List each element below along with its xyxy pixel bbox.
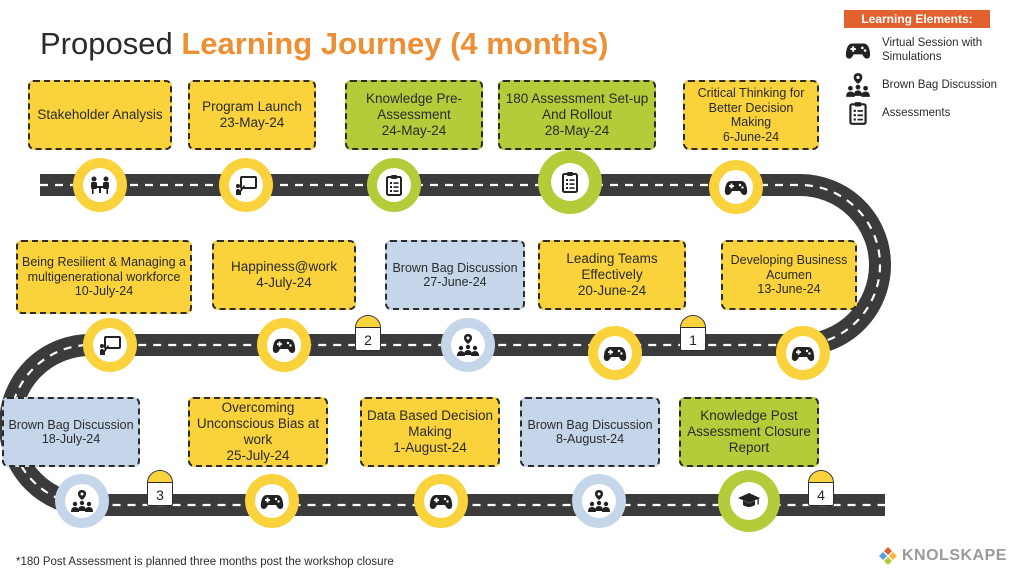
milestone-label: Brown Bag Discussion	[392, 260, 518, 275]
milestone-date: 18-July-24	[41, 432, 101, 446]
milestone-date: 28-May-24	[544, 123, 610, 138]
milestone-label: Brown Bag Discussion	[527, 417, 653, 432]
milestone-node	[572, 474, 626, 528]
legend-label: Assessments	[882, 107, 951, 119]
milestone-label: Knowledge Post Assessment Closure Report	[687, 408, 811, 455]
gamepad-icon	[429, 495, 453, 509]
milestone-date: 8-August-24	[555, 432, 625, 446]
clipboard-icon	[562, 172, 578, 193]
title-prefix: Proposed	[40, 26, 173, 61]
milestone-card-business-acumen: Developing Business Acumen 13-June-24	[721, 240, 857, 310]
title-highlight: Learning Journey (4 months)	[181, 26, 609, 61]
milestone-label: Developing Business Acumen	[730, 253, 848, 282]
presentation-icon	[236, 176, 257, 195]
gamepad-icon	[260, 495, 284, 509]
gamepad-icon	[845, 43, 871, 59]
milestone-date: 1-August-24	[393, 440, 467, 455]
legend-item-assessments: Assessments	[834, 100, 1012, 126]
milestone-card-brown-bag-27-june: Brown Bag Discussion 27-June-24	[385, 240, 525, 310]
milestone-label: Knowledge Pre-Assessment	[365, 91, 463, 122]
milestone-date: 4-July-24	[256, 275, 312, 290]
milestone-node	[709, 160, 763, 214]
legend-title: Learning Elements:	[844, 10, 990, 28]
month-marker-2: 2	[355, 315, 381, 351]
milestone-card-stakeholder-analysis: Stakeholder Analysis	[28, 80, 172, 150]
milestone-date: 10-July-24	[74, 284, 134, 299]
legend-label: Virtual Session with Simulations	[882, 37, 983, 63]
legend-label: Brown Bag Discussion	[882, 79, 998, 91]
milestone-node	[245, 474, 299, 528]
milestone-node	[776, 326, 830, 380]
milestone-date: 20-June-24	[577, 283, 647, 298]
milestone-node	[219, 158, 273, 212]
milestone-node	[55, 474, 109, 528]
milestone-label: Leading Teams Effectively	[566, 251, 658, 282]
milestone-date: 24-May-24	[381, 123, 447, 138]
milestone-card-data-based-decision: Data Based Decision Making 1-August-24	[360, 397, 500, 467]
brown-bag-icon	[457, 334, 479, 356]
milestone-label: Critical Thinking for Better Decision Ma…	[697, 86, 805, 129]
graduation-cap-icon	[738, 493, 760, 507]
brand-mark-icon	[879, 547, 897, 565]
gamepad-icon	[603, 347, 627, 361]
milestone-card-knowledge-post-assessment: Knowledge Post Assessment Closure Report	[679, 397, 819, 467]
brand-logo: KNOLSKAPE	[878, 546, 1007, 566]
milestone-node	[414, 474, 468, 528]
legend-item-virtual-session: Virtual Session with Simulations	[834, 36, 1012, 64]
milestone-node	[257, 318, 311, 372]
gamepad-icon	[724, 181, 748, 195]
milestone-card-happiness-at-work: Happiness@work 4-July-24	[212, 240, 356, 310]
milestone-label: Program Launch	[202, 99, 302, 114]
brown-bag-icon	[71, 490, 93, 512]
milestone-card-brown-bag-18-july: Brown Bag Discussion 18-July-24	[2, 397, 140, 467]
milestone-node	[83, 318, 137, 372]
clipboard-icon	[386, 175, 402, 196]
milestone-node	[718, 470, 780, 532]
page-title: Proposed Learning Journey (4 months)	[40, 26, 609, 62]
milestone-label: Happiness@work	[231, 259, 337, 274]
milestone-label: Brown Bag Discussion	[8, 417, 134, 432]
milestone-card-being-resilient: Being Resilient & Managing a multigenera…	[16, 240, 192, 314]
presentation-icon	[100, 336, 121, 355]
milestone-card-brown-bag-8-august: Brown Bag Discussion 8-August-24	[520, 397, 660, 467]
gamepad-icon	[791, 347, 815, 361]
milestone-node	[441, 318, 495, 372]
month-marker-3: 3	[147, 470, 173, 506]
milestone-card-knowledge-pre-assessment: Knowledge Pre-Assessment 24-May-24	[345, 80, 483, 150]
milestone-label: Being Resilient & Managing a multigenera…	[22, 255, 186, 284]
milestone-label: Data Based Decision Making	[366, 408, 494, 439]
milestone-card-leading-teams: Leading Teams Effectively 20-June-24	[538, 240, 686, 310]
month-marker-1: 1	[680, 315, 706, 351]
milestone-card-180-assessment: 180 Assessment Set-up And Rollout 28-May…	[498, 80, 656, 150]
milestone-card-unconscious-bias: Overcoming Unconscious Bias at work 25-J…	[188, 397, 328, 467]
milestone-date: 6-June-24	[722, 129, 780, 144]
gamepad-icon	[272, 339, 296, 353]
milestone-node	[367, 158, 421, 212]
milestone-date: 27-June-24	[423, 275, 487, 289]
month-marker-4: 4	[808, 470, 834, 506]
brown-bag-icon	[846, 73, 870, 97]
milestone-label: Stakeholder Analysis	[37, 107, 163, 122]
clipboard-icon	[849, 102, 867, 125]
milestone-card-critical-thinking: Critical Thinking for Better Decision Ma…	[683, 80, 819, 150]
milestone-node	[538, 150, 602, 214]
brown-bag-icon	[588, 490, 610, 512]
milestone-node	[588, 326, 642, 380]
legend-item-brown-bag: Brown Bag Discussion	[834, 72, 1012, 98]
brand-name: KNOLSKAPE	[902, 547, 1007, 564]
footnote: *180 Post Assessment is planned three mo…	[16, 556, 394, 568]
milestone-label: Overcoming Unconscious Bias at work	[196, 400, 320, 447]
meeting-icon	[91, 176, 109, 194]
milestone-date: 25-July-24	[226, 448, 290, 463]
legend: Learning Elements: Virtual Session with …	[834, 10, 1024, 125]
milestone-node	[73, 158, 127, 212]
milestone-card-program-launch: Program Launch 23-May-24	[188, 80, 316, 150]
milestone-date: 23-May-24	[219, 115, 285, 130]
milestone-date: 13-June-24	[757, 282, 821, 297]
milestone-label: 180 Assessment Set-up And Rollout	[505, 91, 649, 122]
